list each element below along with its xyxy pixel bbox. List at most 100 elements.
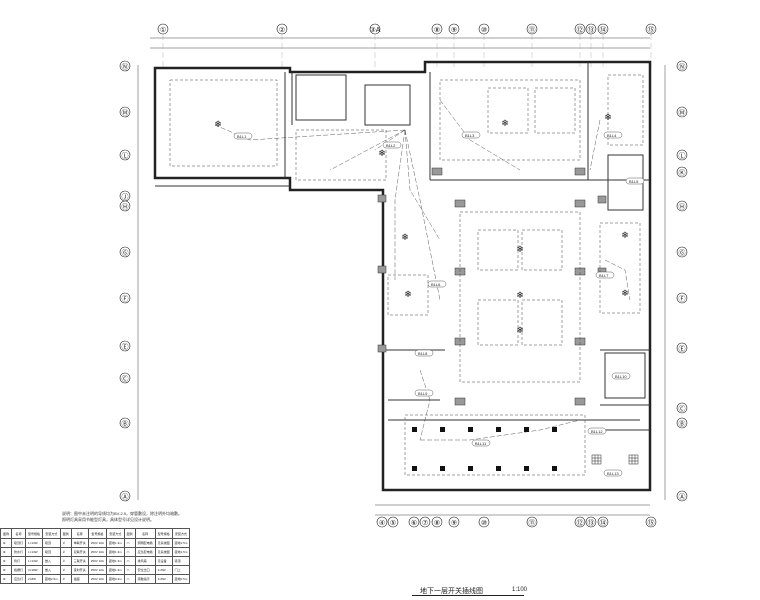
drawing-scale: 1:100 xyxy=(512,587,528,593)
svg-text:B1L5: B1L5 xyxy=(629,179,639,184)
legend-cell: ▭ xyxy=(123,547,136,557)
fixture-symbol: ❄ xyxy=(214,119,222,129)
fixture-symbol: ❄ xyxy=(604,112,612,122)
fixture-symbol: ❄ xyxy=(621,288,629,298)
grille-light-fixtures xyxy=(412,427,557,471)
right-grid-bubbles xyxy=(676,60,688,502)
exterior-walls xyxy=(153,60,652,492)
svg-text:Ⓚ: Ⓚ xyxy=(679,169,686,177)
legend-cell: 距地1.3m xyxy=(105,565,125,575)
svg-text:Ⓗ: Ⓗ xyxy=(679,203,686,211)
legend-cell: 应急配电箱 xyxy=(134,547,156,557)
svg-text:Ⓖ: Ⓖ xyxy=(122,249,129,257)
legend-cell: 三联开关 xyxy=(70,556,89,566)
legend-cell: ⊻ xyxy=(59,565,72,575)
legend-cell: 距地1.3m xyxy=(105,547,125,557)
legend-header: 型号规格 xyxy=(154,528,173,539)
svg-text:⑨: ⑨ xyxy=(451,26,457,34)
svg-text:Ⓒ: Ⓒ xyxy=(679,405,686,413)
svg-text:⑮: ⑮ xyxy=(648,519,655,527)
legend-cell: ⊻ xyxy=(59,547,72,557)
legend-cell: 距地1.5m xyxy=(171,547,191,557)
legend-cell: ▭ xyxy=(123,565,136,575)
circuit-tag: B1L7 xyxy=(595,271,615,279)
svg-text:⑫: ⑫ xyxy=(577,26,584,34)
circuit-tag: B1L10 xyxy=(611,372,631,380)
svg-text:⑥: ⑥ xyxy=(411,519,417,527)
legend-cell: ▭ xyxy=(123,538,136,548)
svg-text:④: ④ xyxy=(379,519,385,527)
svg-text:③A: ③A xyxy=(370,26,381,34)
svg-text:Ⓛ: Ⓛ xyxy=(679,152,686,160)
legend-cell: 吸顶 xyxy=(42,547,61,557)
svg-text:B1L12: B1L12 xyxy=(591,429,603,434)
legend-cell: 单联开关 xyxy=(70,538,89,548)
svg-text:B1L1: B1L1 xyxy=(237,134,247,139)
legend-cell: 距地1.3m xyxy=(105,538,125,548)
fixture-symbol: ❄ xyxy=(401,232,409,242)
right-grid-labels: Ⓝ Ⓜ Ⓛ Ⓚ Ⓗ Ⓖ Ⓕ Ⓔ Ⓒ Ⓑ Ⓐ xyxy=(679,63,686,501)
legend-cell: ▭ xyxy=(123,574,136,584)
circuit-tag: B1L12 xyxy=(587,427,607,435)
svg-text:B1L4: B1L4 xyxy=(607,133,617,138)
svg-text:⑭: ⑭ xyxy=(600,519,607,527)
svg-text:⑪: ⑪ xyxy=(529,519,536,527)
legend-cell: ⊗ xyxy=(0,556,13,566)
lighting-zones xyxy=(169,74,644,476)
fixture-symbol: ❄ xyxy=(501,118,509,128)
ceiling-fan-fixtures: ❄ ❄ ❄ ❄ ❄ ❄ ❄ ❄ ❄ ❄ ❄ xyxy=(214,112,629,335)
fixture-symbol: ❄ xyxy=(378,148,386,158)
legend-cell: ⊻ xyxy=(59,556,72,566)
legend-header: 名称 xyxy=(134,528,156,539)
svg-text:Ⓛ: Ⓛ xyxy=(122,152,129,160)
legend-header: 名称 xyxy=(11,528,27,539)
legend-cell: ▭ xyxy=(123,556,136,566)
svg-text:⑤: ⑤ xyxy=(390,519,396,527)
svg-text:⑬: ⑬ xyxy=(588,519,595,527)
svg-text:B1L9: B1L9 xyxy=(418,391,428,396)
svg-text:Ⓐ: Ⓐ xyxy=(122,493,129,501)
drawing-title: 地下一层开关插线图 xyxy=(420,588,483,595)
legend-header: 安装方式 xyxy=(171,528,191,539)
svg-text:Ⓗ: Ⓗ xyxy=(122,203,129,211)
svg-text:B1L11: B1L11 xyxy=(475,441,487,446)
legend-cell: 照明配电箱 xyxy=(134,538,156,548)
legend-cell: 250V 10A xyxy=(87,547,107,557)
exhaust-fan-icons xyxy=(591,454,639,465)
circuit-tag: B1L3 xyxy=(461,131,481,139)
legend-header: 名称 xyxy=(70,528,89,539)
legend-cell: 1×13W xyxy=(25,538,44,548)
circuit-tag: B1L6 xyxy=(427,280,447,288)
svg-text:⑩: ⑩ xyxy=(481,26,487,34)
legend-cell: ⊗ xyxy=(0,565,13,575)
svg-text:Ⓐ: Ⓐ xyxy=(679,493,686,501)
note-line: 说明：图中未注明的导线均为BV-2.5，穿管敷设，除注明外均暗敷。 xyxy=(62,511,183,516)
circuit-tag: B1L11 xyxy=(471,439,491,447)
legend-cell: 见系统图 xyxy=(154,538,173,548)
fixture-symbol: ❄ xyxy=(516,244,524,254)
top-dimension-lines xyxy=(137,37,666,516)
svg-text:⑬: ⑬ xyxy=(588,26,595,34)
legend-header: 安装方式 xyxy=(42,528,61,539)
legend-cell: 排风扇 xyxy=(134,556,156,566)
circuit-tag: B1L5 xyxy=(625,177,645,185)
legend-cell: 吸顶 xyxy=(42,538,61,548)
svg-text:Ⓑ: Ⓑ xyxy=(122,420,129,428)
legend-cell: 3×18W xyxy=(25,565,44,575)
svg-text:Ⓝ: Ⓝ xyxy=(122,63,129,71)
legend-cell: ⊻ xyxy=(59,574,72,584)
svg-text:B1L2: B1L2 xyxy=(386,143,396,148)
legend-table: 图例 名称 型号规格 安装方式 图例 名称 型号规格 安装方式 图例 名称 型号… xyxy=(0,528,191,584)
legend-cell: 1×8W xyxy=(154,565,173,575)
top-grid-labels: ① ② ③A ⑧ ⑨ ⑩ ⑪ ⑫ ⑬ ⑭ ⑮ xyxy=(160,26,655,34)
svg-text:Ⓖ: Ⓖ xyxy=(679,249,686,257)
circuit-tag: B1L1 xyxy=(233,132,253,140)
fixture-symbol: ❄ xyxy=(621,230,629,240)
fixture-symbol: ❄ xyxy=(516,325,524,335)
legend-cell: 格栅灯 xyxy=(11,565,27,575)
legend-header-row: 图例 名称 型号规格 安装方式 图例 名称 型号规格 安装方式 图例 名称 型号… xyxy=(0,528,191,539)
legend-cell: ⊗ xyxy=(0,547,13,557)
legend-cell: 延时开关 xyxy=(70,565,89,575)
